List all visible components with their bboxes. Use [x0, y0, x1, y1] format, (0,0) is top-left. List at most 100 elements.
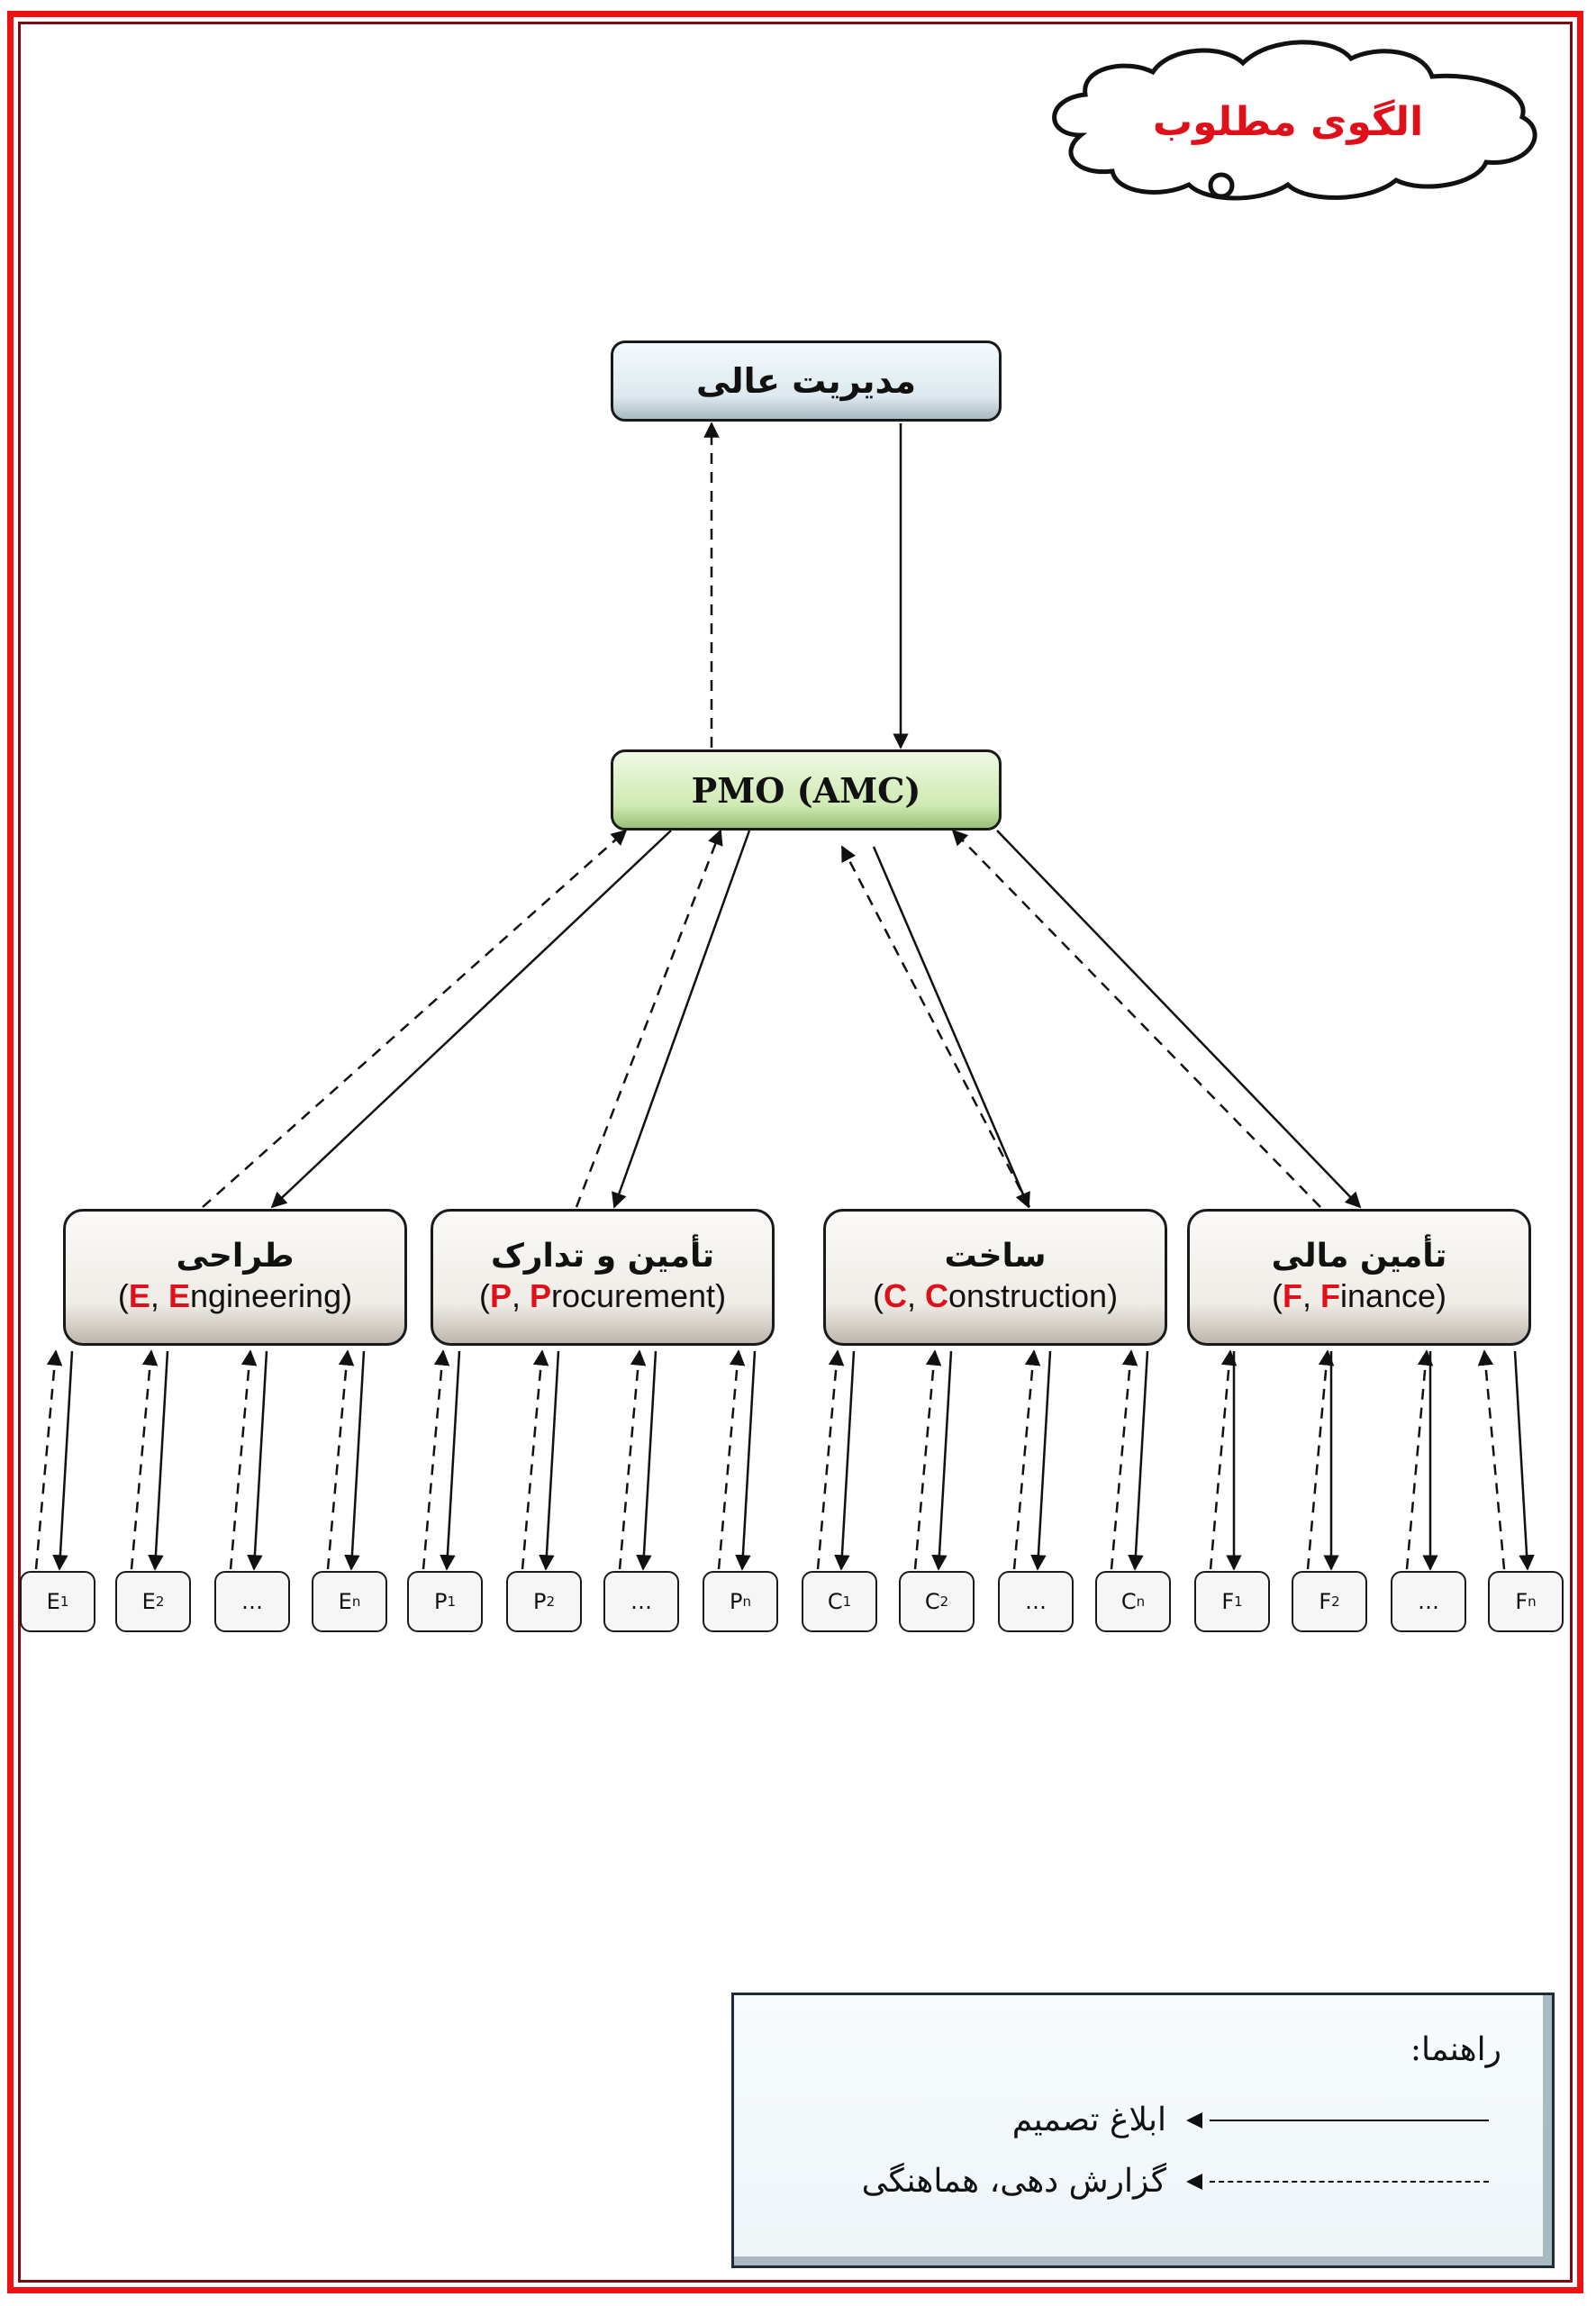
report-arrow — [1209, 1349, 1238, 1570]
report-arrow — [618, 1349, 647, 1570]
unit-subscript: n — [742, 1593, 751, 1610]
report-arrow — [1405, 1349, 1434, 1570]
unit-subscript: 1 — [59, 1593, 69, 1610]
report-arrow — [422, 1349, 450, 1570]
unit-label: … — [630, 1589, 652, 1614]
unit-label: P — [730, 1589, 743, 1614]
solid-line-icon — [1210, 2119, 1489, 2121]
unit-label: C — [1120, 1589, 1137, 1614]
department-name-en: (F, Finance) — [1271, 1277, 1447, 1315]
decision-arrow — [1030, 1350, 1052, 1571]
node-department-c[interactable]: ساخت(C, Construction) — [823, 1209, 1167, 1346]
unit-label: F — [1221, 1589, 1235, 1614]
unit-subscript: 2 — [939, 1593, 949, 1610]
legend-item-dashed: گزارش دهی، هماهنگی — [862, 2163, 1489, 2200]
unit-subscript: n — [1528, 1593, 1537, 1610]
page-frame-outer — [7, 11, 1583, 2293]
unit-subscript: n — [351, 1593, 361, 1610]
unit-label: E — [141, 1589, 156, 1614]
node-department-p[interactable]: تأمین و تدارک(P, Procurement) — [431, 1209, 775, 1346]
unit-box[interactable]: … — [603, 1571, 679, 1632]
unit-label: P — [433, 1589, 448, 1614]
unit-label: E — [338, 1589, 352, 1614]
report-arrow — [229, 1349, 258, 1570]
cloud-shape — [1052, 40, 1537, 201]
cloud-bubble — [1208, 172, 1235, 199]
decision-arrow — [247, 1350, 268, 1571]
dashed-line-icon — [1210, 2180, 1489, 2183]
report-arrow — [202, 829, 628, 1208]
decision-arrow — [636, 1350, 657, 1571]
report-arrow — [913, 1349, 942, 1570]
unit-label: P — [532, 1589, 547, 1614]
legend-item-solid: ابلاغ تصمیم — [1012, 2102, 1489, 2138]
report-arrow — [1477, 1349, 1506, 1570]
department-name-fa: ساخت — [944, 1238, 1047, 1275]
report-arrow — [521, 1349, 549, 1570]
department-name-en: (C, Construction) — [872, 1277, 1119, 1315]
decision-arrow — [1128, 1350, 1149, 1571]
report-arrow — [575, 829, 723, 1208]
report-arrow — [1110, 1349, 1138, 1570]
decision-arrow — [931, 1350, 953, 1571]
arrow-left-icon — [1186, 2173, 1202, 2190]
unit-subscript: 1 — [1234, 1593, 1243, 1610]
department-name-en: (P, Procurement) — [478, 1277, 727, 1315]
decision-arrow — [52, 1350, 74, 1571]
decision-arrow — [440, 1350, 461, 1571]
unit-subscript: n — [1136, 1593, 1146, 1610]
legend-box: راهنما: ابلاغ تصمیم گزارش دهی، هماهنگی — [731, 1993, 1555, 2268]
decision-arrow — [148, 1350, 169, 1571]
decision-arrow — [735, 1350, 757, 1571]
unit-label: E — [46, 1589, 60, 1614]
node-top-management[interactable]: مدیریت عالی — [611, 340, 1002, 422]
report-arrow — [1306, 1349, 1335, 1570]
unit-subscript: 1 — [447, 1593, 457, 1610]
node-pmo[interactable]: PMO (AMC) — [611, 749, 1002, 831]
report-arrow — [130, 1349, 159, 1570]
department-name-en: (E, Engineering) — [117, 1277, 353, 1315]
unit-box[interactable]: … — [998, 1571, 1074, 1632]
arrow-left-icon — [1186, 2111, 1202, 2129]
unit-subscript: 2 — [1331, 1593, 1340, 1610]
node-department-e[interactable]: طراحی(E, Engineering) — [63, 1209, 407, 1346]
unit-box[interactable]: … — [214, 1571, 290, 1632]
page-title: الگوی مطلوب — [1152, 98, 1424, 145]
report-arrow — [816, 1349, 845, 1570]
decision-arrow — [344, 1350, 366, 1571]
unit-subscript: 2 — [546, 1593, 556, 1610]
department-name-fa: تأمین و تدارک — [490, 1238, 715, 1275]
report-arrow — [34, 1349, 63, 1570]
report-arrow — [840, 845, 1031, 1208]
unit-label: C — [827, 1589, 843, 1614]
unit-subscript: 2 — [155, 1593, 165, 1610]
unit-label: F — [1515, 1589, 1528, 1614]
decision-arrow — [612, 830, 751, 1209]
unit-label: … — [1025, 1589, 1047, 1614]
decision-arrow — [834, 1350, 856, 1571]
node-department-f[interactable]: تأمین مالی(F, Finance) — [1187, 1209, 1531, 1346]
decision-arrow — [996, 830, 1362, 1209]
decision-arrow — [539, 1350, 560, 1571]
report-arrow — [951, 829, 1321, 1208]
decision-arrow — [270, 830, 672, 1209]
report-arrow — [717, 1349, 746, 1570]
legend-item-label: گزارش دهی، هماهنگی — [861, 2163, 1166, 2200]
unit-subscript: 1 — [842, 1593, 852, 1610]
report-arrow — [326, 1349, 355, 1570]
node-top-management-label: مدیریت عالی — [695, 361, 917, 401]
unit-box[interactable]: … — [1391, 1571, 1466, 1632]
